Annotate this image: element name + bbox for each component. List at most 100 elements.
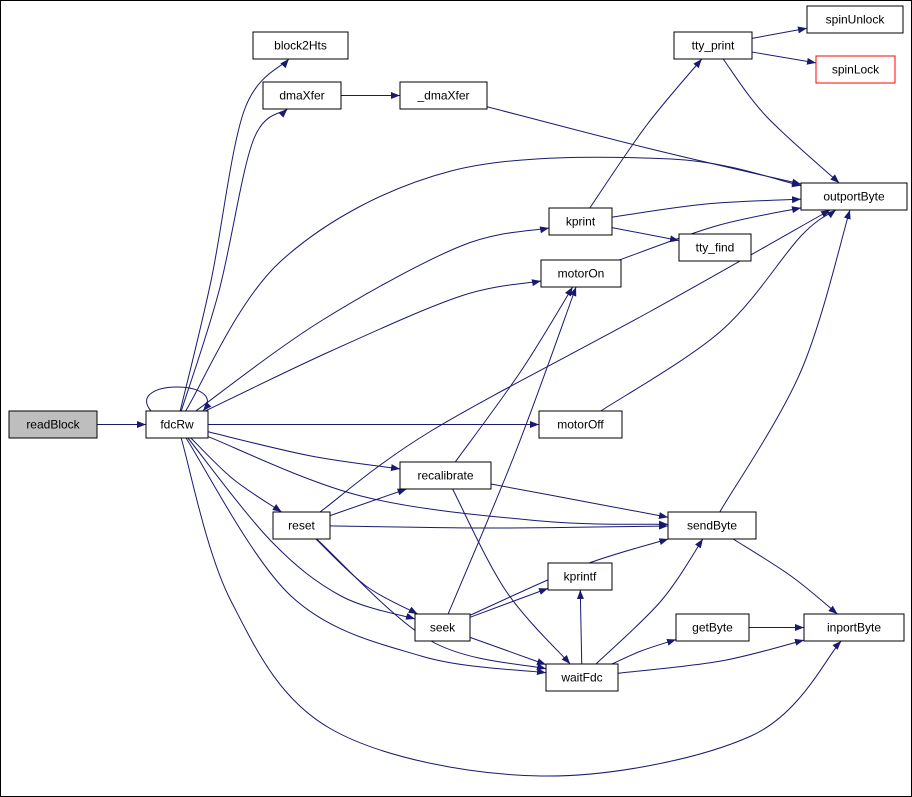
- edge-fdcRw-kprint: [195, 226, 550, 412]
- edge-kprint-outportByte: [611, 196, 802, 218]
- node-waitFdc[interactable]: waitFdc: [545, 663, 619, 692]
- edge-recalibrate-waitFdc: [452, 488, 571, 665]
- node-spinLock[interactable]: spinLock: [815, 55, 896, 84]
- node-label-motorOn: motorOn: [558, 267, 605, 281]
- node-readBlock[interactable]: readBlock: [8, 410, 98, 439]
- node-label-readBlock: readBlock: [26, 418, 80, 432]
- edge-fdcRw-inportByte: [180, 437, 842, 777]
- node-box-fdcRw[interactable]: [145, 410, 209, 439]
- node-seek[interactable]: seek: [414, 613, 471, 642]
- edge-waitFdc-kprintf: [576, 589, 584, 665]
- edge-reset-recalibrate: [329, 488, 407, 517]
- node-label-reset: reset: [288, 519, 315, 533]
- edge-waitFdc-getByte: [611, 638, 677, 665]
- edge-fdcRw-sendByte: [207, 436, 669, 528]
- node-getByte[interactable]: getByte: [675, 613, 750, 642]
- edge-kprint-tty_print: [589, 58, 703, 209]
- node-kprint[interactable]: kprint: [548, 207, 613, 236]
- node-box-tty_print[interactable]: [673, 31, 753, 60]
- node-box-inportByte[interactable]: [803, 613, 905, 642]
- node-label-recalibrate: recalibrate: [417, 469, 473, 483]
- edge-reset-outportByte: [319, 209, 831, 513]
- edge-fdcRw-self-loop: [146, 386, 212, 412]
- node-label-block2Hts: block2Hts: [274, 39, 327, 53]
- node-label-inportByte: inportByte: [827, 621, 881, 635]
- edge-recalibrate-motorOn: [454, 286, 574, 463]
- node-label-dmaXfer: dmaXfer: [279, 89, 324, 103]
- node-label-tty_find: tty_find: [696, 241, 735, 255]
- edge-seek-kprintf: [469, 587, 549, 618]
- node-box-reset[interactable]: [272, 511, 331, 540]
- node-tty_find[interactable]: tty_find: [678, 233, 752, 262]
- node-kprintf[interactable]: kprintf: [547, 562, 613, 591]
- edge-fdcRw-seek: [187, 437, 416, 620]
- node-outportByte[interactable]: outportByte: [800, 182, 908, 211]
- node-box-seek[interactable]: [414, 613, 471, 642]
- edge-reset-sendByte: [329, 522, 669, 530]
- node-label-spinUnlock: spinUnlock: [826, 13, 886, 27]
- node-box-tty_find[interactable]: [678, 233, 752, 262]
- node-tty_print[interactable]: tty_print: [673, 31, 753, 60]
- node-recalibrate[interactable]: recalibrate: [399, 461, 492, 490]
- node-label-outportByte: outportByte: [823, 190, 885, 204]
- edge-reset-waitFdc: [316, 538, 547, 671]
- node-box-kprint[interactable]: [548, 207, 613, 236]
- edge-fdcRw-motorOn: [205, 279, 542, 412]
- edge-reset-seek: [315, 538, 418, 615]
- edge-fdcRw-waitFdc: [185, 437, 547, 675]
- node-reset[interactable]: reset: [272, 511, 331, 540]
- node-label-kprint: kprint: [566, 215, 596, 229]
- edge-sendByte-inportByte: [732, 538, 838, 615]
- node-box-spinUnlock[interactable]: [806, 5, 904, 34]
- node-label-motorOff: motorOff: [557, 418, 604, 432]
- node-motorOff[interactable]: motorOff: [538, 410, 623, 439]
- node-box-outportByte[interactable]: [800, 182, 908, 211]
- node-box-motorOn[interactable]: [540, 259, 622, 288]
- node-dmaXfer[interactable]: dmaXfer: [262, 81, 342, 110]
- edge-tty_print-spinUnlock: [751, 26, 808, 39]
- edge-fdcRw-reset: [190, 437, 282, 513]
- node-box-getByte[interactable]: [675, 613, 750, 642]
- node-spinUnlock[interactable]: spinUnlock: [806, 5, 904, 34]
- node-block2Hts[interactable]: block2Hts: [252, 31, 349, 60]
- node-box-waitFdc[interactable]: [545, 663, 619, 692]
- node-box-kprintf[interactable]: [547, 562, 613, 591]
- node-sendByte[interactable]: sendByte: [667, 511, 757, 540]
- node-fdcRw[interactable]: fdcRw: [145, 410, 209, 439]
- edge-tty_print-spinLock: [751, 51, 817, 65]
- edge-recalibrate-sendByte: [490, 483, 669, 520]
- node-label-waitFdc: waitFdc: [560, 671, 602, 685]
- node-inportByte[interactable]: inportByte: [803, 613, 905, 642]
- node-_dmaXfer[interactable]: _dmaXfer: [399, 81, 488, 110]
- edge-kprint-tty_find: [611, 227, 680, 243]
- edge-tty_print-outportByte: [722, 58, 840, 184]
- node-box-recalibrate[interactable]: [399, 461, 492, 490]
- node-label-tty_print: tty_print: [692, 39, 735, 53]
- node-box-dmaXfer[interactable]: [262, 81, 342, 110]
- node-label-fdcRw: fdcRw: [160, 418, 194, 432]
- node-label-kprintf: kprintf: [564, 570, 597, 584]
- edge-waitFdc-sendByte: [595, 538, 704, 665]
- node-box-sendByte[interactable]: [667, 511, 757, 540]
- node-box-block2Hts[interactable]: [252, 31, 349, 60]
- edge-sendByte-outportByte: [719, 209, 851, 513]
- node-label-seek: seek: [430, 621, 456, 635]
- node-label-spinLock: spinLock: [832, 63, 880, 77]
- node-label-_dmaXfer: _dmaXfer: [416, 89, 469, 103]
- node-box-spinLock[interactable]: [815, 55, 896, 84]
- node-box-motorOff[interactable]: [538, 410, 623, 439]
- node-box-_dmaXfer[interactable]: [399, 81, 488, 110]
- edge-fdcRw-dmaXfer: [180, 108, 288, 412]
- edge-motorOff-outportByte: [600, 209, 837, 412]
- edge-fdcRw-block2Hts: [179, 58, 290, 412]
- node-label-getByte: getByte: [692, 621, 733, 635]
- edge-waitFdc-inportByte: [617, 638, 805, 674]
- edge-fdcRw-recalibrate: [207, 431, 401, 472]
- node-label-sendByte: sendByte: [687, 519, 737, 533]
- edge-motorOn-outportByte: [619, 206, 802, 261]
- node-box-readBlock[interactable]: [8, 410, 98, 439]
- node-motorOn[interactable]: motorOn: [540, 259, 622, 288]
